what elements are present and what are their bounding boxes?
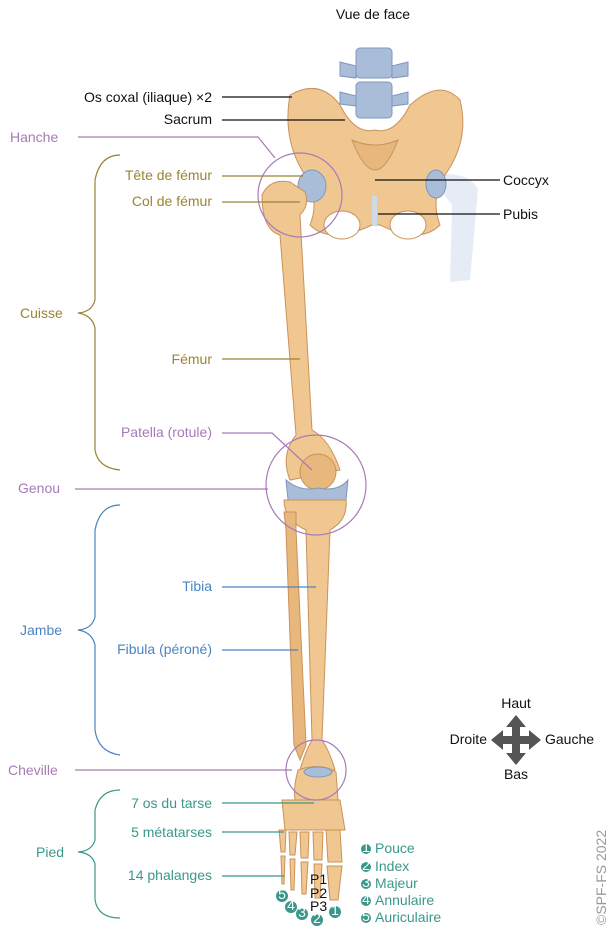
opposite-femur-ghost xyxy=(430,174,478,282)
label-cuisse: Cuisse xyxy=(20,305,63,321)
svg-text:Index: Index xyxy=(375,858,409,874)
svg-text:Bas: Bas xyxy=(504,766,528,782)
sacrum-bone xyxy=(351,139,399,171)
copyright: ©SPF-FS 2022 xyxy=(593,830,609,925)
knee-joint-circle xyxy=(265,434,367,536)
foot-bones xyxy=(278,766,346,901)
label-tarse: 7 os du tarse xyxy=(131,795,212,811)
label-pied: Pied xyxy=(36,844,64,860)
view-title: Vue de face xyxy=(336,6,410,22)
label-patella: Patella (rotule) xyxy=(121,424,212,440)
svg-text:1: 1 xyxy=(331,902,339,918)
svg-text:Annulaire: Annulaire xyxy=(375,892,434,908)
svg-text:4: 4 xyxy=(362,891,370,907)
label-jambe: Jambe xyxy=(20,622,62,638)
svg-text:2: 2 xyxy=(362,857,370,873)
tibia-bone xyxy=(283,499,347,771)
label-p1: P1 xyxy=(310,871,327,887)
label-tete-femur: Tête de fémur xyxy=(125,167,212,183)
label-fibula: Fibula (péroné) xyxy=(117,641,212,657)
label-p2: P2 xyxy=(310,885,327,901)
svg-text:5: 5 xyxy=(278,886,286,902)
label-phalanges: 14 phalanges xyxy=(128,867,212,883)
svg-text:4: 4 xyxy=(287,897,295,913)
label-genou: Genou xyxy=(18,480,60,496)
lumbar-vertebrae xyxy=(339,47,409,119)
svg-text:Pouce: Pouce xyxy=(375,840,415,856)
label-metatarses: 5 métatarses xyxy=(131,824,212,840)
svg-text:1: 1 xyxy=(362,839,370,855)
label-sacrum: Sacrum xyxy=(164,111,212,127)
label-hanche: Hanche xyxy=(10,129,58,145)
label-p3: P3 xyxy=(310,898,327,914)
compass-arrows-icon xyxy=(491,715,541,765)
toe-markers: 1 2 3 4 5 xyxy=(276,886,341,926)
fibula-bone xyxy=(283,511,307,762)
label-femur: Fémur xyxy=(172,351,213,367)
svg-text:Droite: Droite xyxy=(450,731,488,747)
label-tibia: Tibia xyxy=(182,578,212,594)
label-pubis: Pubis xyxy=(503,206,538,222)
svg-text:3: 3 xyxy=(298,904,306,920)
toe-legend: 1 Pouce 2 Index 3 Majeur 4 Annulaire 5 A… xyxy=(361,839,441,925)
svg-text:2: 2 xyxy=(313,910,321,926)
patella-bone xyxy=(299,453,337,491)
svg-text:Gauche: Gauche xyxy=(545,731,594,747)
svg-text:5: 5 xyxy=(362,908,370,924)
svg-text:Haut: Haut xyxy=(501,695,531,711)
orientation-compass: Haut Bas Droite Gauche xyxy=(450,695,595,782)
label-col-femur: Col de fémur xyxy=(132,193,212,209)
label-cheville: Cheville xyxy=(8,762,58,778)
svg-text:Auriculaire: Auriculaire xyxy=(375,909,441,925)
label-os-coxal: Os coxal (iliaque) ×2 xyxy=(84,89,212,105)
svg-text:Majeur: Majeur xyxy=(375,875,418,891)
label-coccyx: Coccyx xyxy=(503,172,549,188)
femur-bone xyxy=(261,180,341,481)
svg-text:3: 3 xyxy=(362,874,370,890)
hip-joint-circle xyxy=(257,152,343,238)
